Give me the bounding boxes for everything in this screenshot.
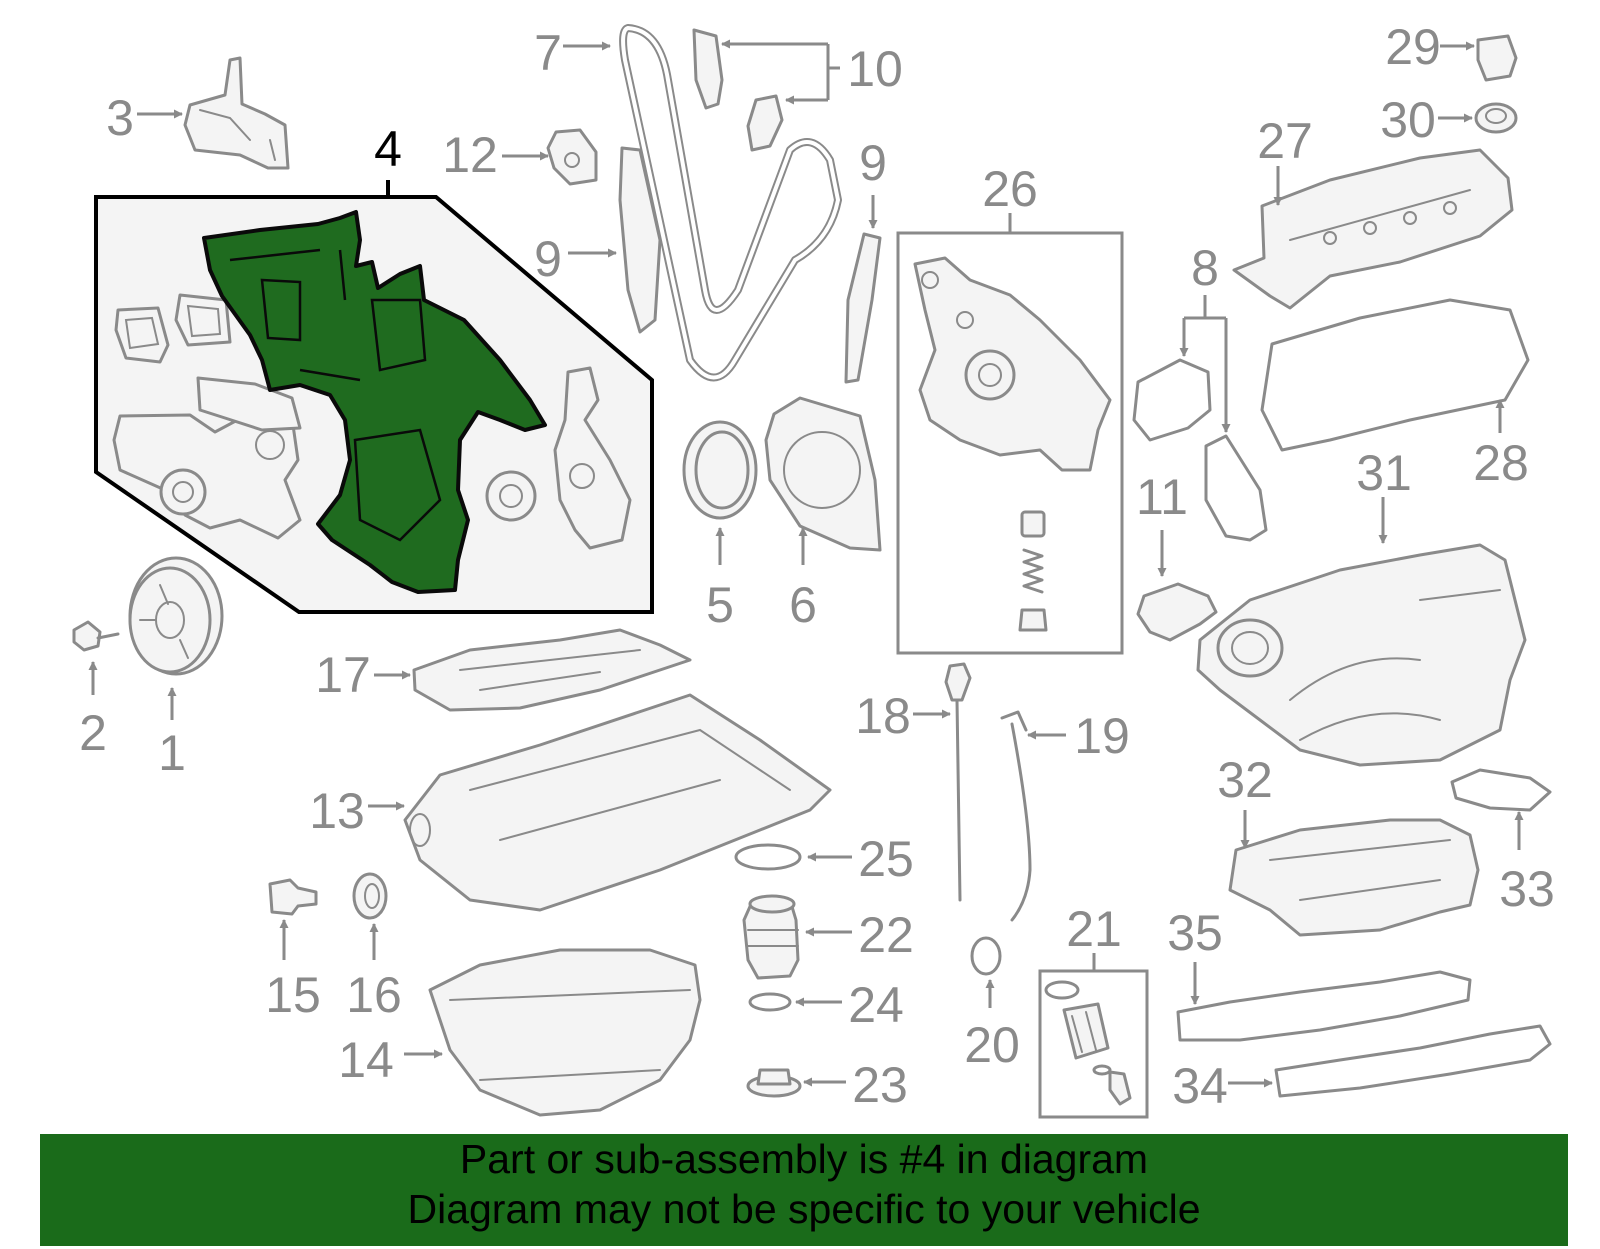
gasket-33[interactable] — [1450, 768, 1552, 812]
label-32: 32 — [1217, 752, 1273, 808]
label-18: 18 — [855, 688, 911, 744]
intake-manifold[interactable] — [1196, 543, 1527, 767]
label-31: 31 — [1356, 445, 1412, 501]
oil-filter-kit-box[interactable] — [1038, 953, 1149, 1119]
chain-guide-left[interactable] — [618, 146, 662, 334]
label-5: 5 — [706, 577, 734, 633]
engine-mount-bracket[interactable] — [183, 56, 290, 170]
label-23: 23 — [852, 1057, 908, 1113]
banner-line-2: Diagram may not be specific to your vehi… — [407, 1186, 1201, 1232]
label-35: 35 — [1167, 905, 1223, 961]
label-10: 10 — [847, 41, 903, 97]
sensor-12[interactable] — [546, 128, 598, 186]
label-16: 16 — [346, 967, 402, 1023]
o-ring-20[interactable] — [970, 936, 1002, 976]
label-4: 4 — [374, 121, 402, 177]
pulley-bolt[interactable] — [72, 620, 120, 652]
dipstick[interactable] — [944, 662, 972, 902]
gasket-b — [174, 293, 232, 347]
label-26: 26 — [982, 161, 1038, 217]
gasket-a — [114, 306, 170, 364]
label-6: 6 — [789, 577, 817, 633]
label-17: 17 — [315, 647, 371, 703]
banner-line-1: Part or sub-assembly is #4 in diagram — [459, 1136, 1149, 1182]
timing-cover[interactable] — [202, 210, 547, 594]
timing-cover-assembly-box[interactable]: 4 — [94, 121, 654, 614]
label-20: 20 — [964, 1017, 1020, 1073]
label-22: 22 — [858, 907, 914, 963]
gasket-35[interactable] — [1176, 970, 1472, 1042]
label-33: 33 — [1499, 861, 1555, 917]
dipstick-guide-tube[interactable] — [1000, 710, 1032, 922]
cap-seal[interactable] — [1474, 102, 1518, 134]
label-12: 12 — [442, 127, 498, 183]
oil-pan-lower[interactable] — [428, 948, 702, 1117]
oil-pump-cover — [553, 366, 632, 550]
sensor-11[interactable] — [1136, 582, 1218, 642]
label-1: 1 — [158, 725, 186, 781]
label-7: 7 — [534, 25, 562, 81]
label-14: 14 — [338, 1032, 394, 1088]
label-15: 15 — [265, 967, 321, 1023]
oil-pan-upper[interactable] — [403, 693, 832, 912]
label-13: 13 — [309, 783, 365, 839]
valve-cover[interactable] — [1232, 148, 1514, 310]
label-28: 28 — [1473, 435, 1529, 491]
valve-cover-gasket[interactable] — [1260, 298, 1530, 452]
chain-guide-right[interactable] — [844, 232, 882, 384]
label-29: 29 — [1385, 19, 1441, 75]
label-2: 2 — [79, 705, 107, 761]
manifold-32[interactable] — [1228, 818, 1480, 937]
drain-plug[interactable] — [268, 878, 318, 916]
oil-filler-cap[interactable] — [1476, 34, 1518, 82]
label-27: 27 — [1257, 113, 1313, 169]
o-ring-25[interactable] — [734, 843, 802, 871]
label-9b: 9 — [859, 135, 887, 191]
plug-23[interactable] — [746, 1068, 802, 1098]
crankshaft-pulley[interactable] — [128, 556, 224, 676]
label-21: 21 — [1066, 901, 1122, 957]
label-25: 25 — [858, 831, 914, 887]
o-ring-24[interactable] — [748, 992, 792, 1012]
chain-tensioner-arm[interactable] — [692, 28, 784, 152]
label-9a: 9 — [534, 231, 562, 287]
label-24: 24 — [848, 977, 904, 1033]
label-30: 30 — [1380, 92, 1436, 148]
drain-seal[interactable] — [352, 872, 388, 920]
crank-seal — [485, 470, 537, 522]
filter-cap-22[interactable] — [742, 894, 800, 980]
timing-chain[interactable] — [619, 24, 842, 382]
label-19: 19 — [1074, 708, 1130, 764]
gasket-34[interactable] — [1274, 1024, 1552, 1098]
gasket-8[interactable] — [1132, 358, 1268, 542]
seal-5[interactable] — [682, 420, 758, 520]
label-11: 11 — [1136, 469, 1188, 525]
info-banner: Part or sub-assembly is #4 in diagram Di… — [40, 1134, 1568, 1246]
label-34: 34 — [1172, 1058, 1228, 1114]
rear-seal-retainer[interactable] — [764, 396, 882, 552]
oil-pump-assembly-box[interactable] — [896, 213, 1124, 655]
oil-baffle[interactable] — [412, 628, 692, 712]
label-8: 8 — [1191, 240, 1219, 296]
label-3: 3 — [106, 90, 134, 146]
